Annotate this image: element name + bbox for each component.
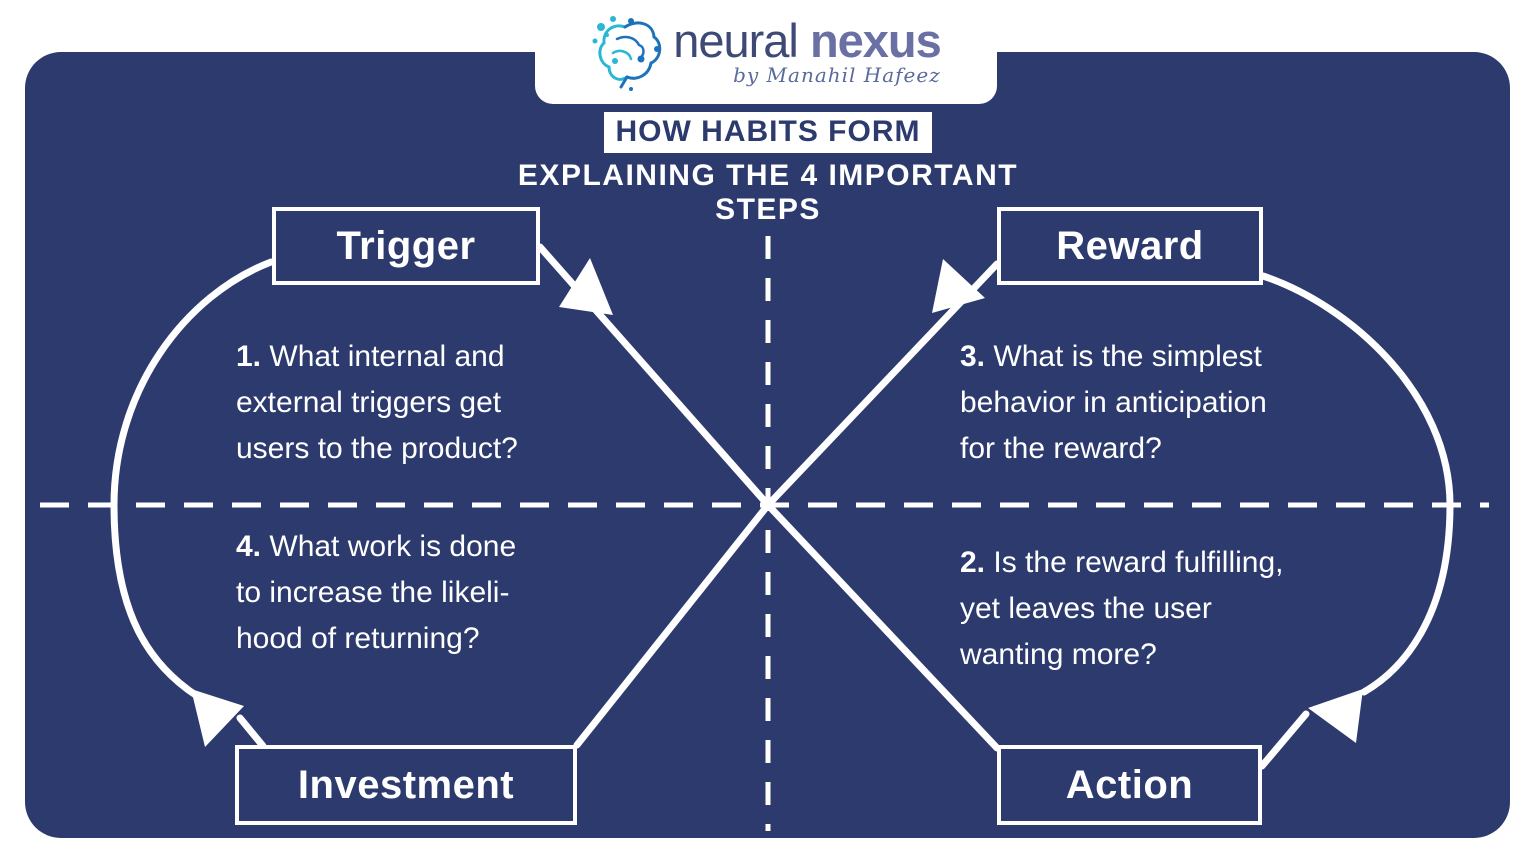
- trigger-description: 1. What internal and external triggers g…: [236, 340, 518, 465]
- trigger-label: Trigger: [336, 223, 476, 268]
- action-label: Action: [1065, 762, 1194, 807]
- headline-line3: STEPS: [715, 193, 821, 226]
- headline-highlighted: HOW HABITS FORM: [603, 112, 933, 153]
- investment-label-box: Investment: [235, 745, 577, 825]
- brand-name: neural nexus: [673, 14, 942, 67]
- action-label-box: Action: [997, 745, 1262, 825]
- investment-description: 4. What work is done to increase the lik…: [236, 530, 517, 655]
- investment-step-number: 4.: [236, 530, 262, 563]
- headline: HOW HABITS FORM EXPLAINING THE 4 IMPORTA…: [0, 112, 1536, 227]
- reward-label: Reward: [1056, 223, 1204, 268]
- investment-label: Investment: [297, 762, 515, 807]
- trigger-label-box: Trigger: [272, 207, 540, 285]
- brand-logo-plate: neural nexus by Manahil Hafeez: [535, 0, 997, 104]
- action-description: 2. Is the reward fulfilling, yet leaves …: [960, 546, 1284, 671]
- brand-name-neural: neural: [673, 14, 799, 67]
- trigger-step-number: 1.: [236, 340, 262, 373]
- action-step-number: 2.: [960, 546, 986, 579]
- reward-label-box: Reward: [997, 207, 1263, 285]
- reward-description: 3. What is the simplest behavior in anti…: [960, 340, 1267, 465]
- headline-line2: EXPLAINING THE 4 IMPORTANT: [517, 159, 1019, 192]
- brand-name-nexus: nexus: [809, 14, 942, 67]
- reward-step-number: 3.: [960, 340, 986, 373]
- neural-brain-icon: [592, 16, 662, 91]
- brand-byline: by Manahil Hafeez: [733, 63, 941, 87]
